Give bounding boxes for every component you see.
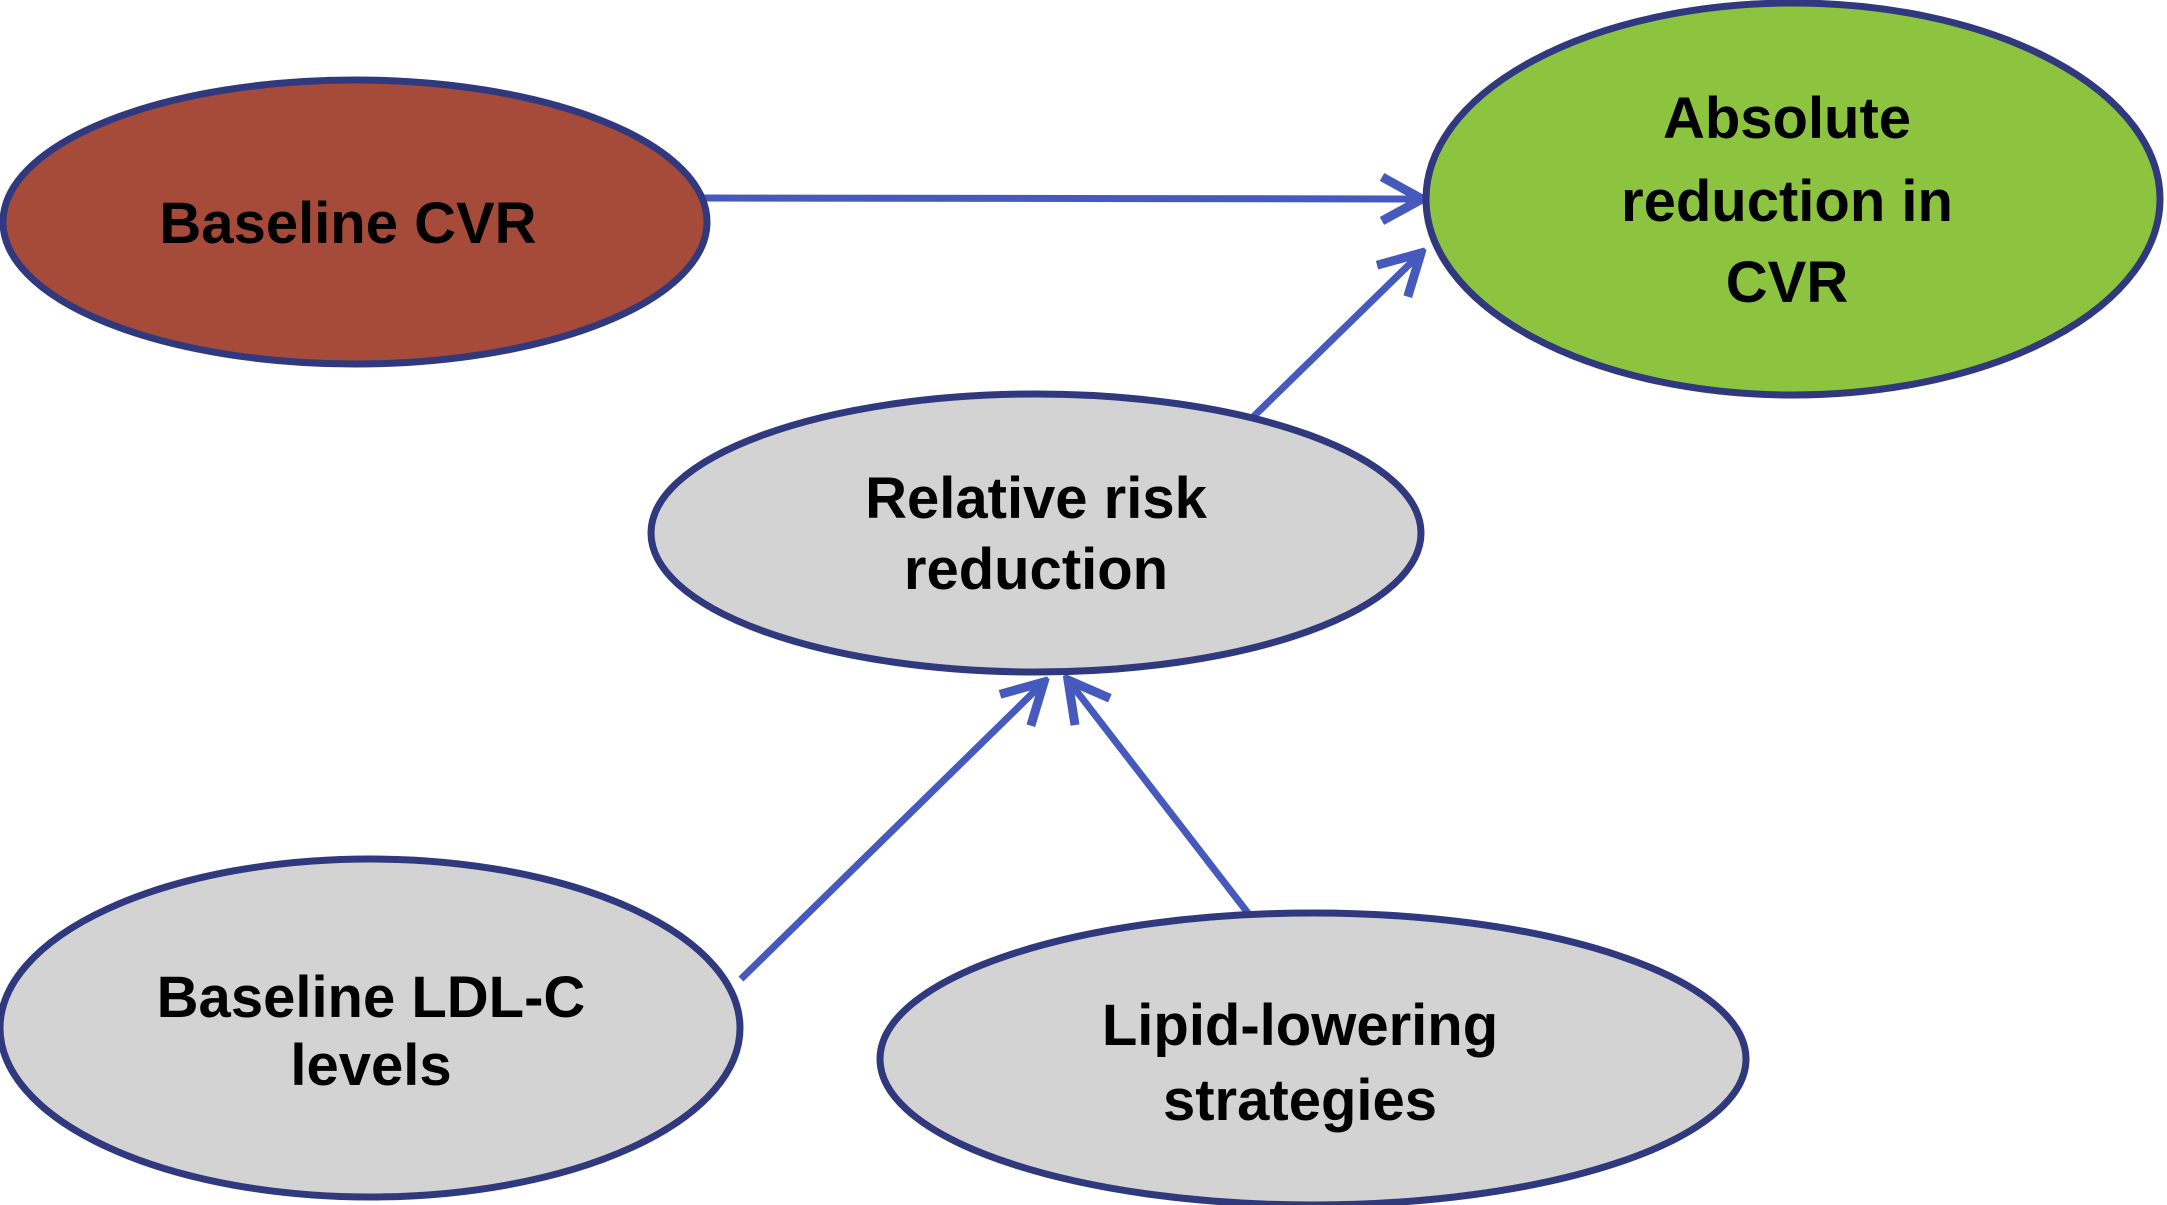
node-baseline-ldl-c-levels: Baseline LDL-C levels — [0, 855, 744, 1201]
node-lipid-lowering-label-line-2: strategies — [1163, 1068, 1437, 1133]
node-absolute-reduction-label-line-2: reduction in — [1621, 169, 1953, 234]
node-lipid-lowering-strategies: Lipid-lowering strategies — [876, 909, 1750, 1205]
node-baseline-ldl-c-label-line-2: levels — [290, 1033, 451, 1098]
node-absolute-reduction-label-line-3: CVR — [1726, 250, 1848, 315]
node-baseline-cvr: Baseline CVR — [0, 76, 711, 368]
node-baseline-cvr-ellipse — [0, 76, 711, 368]
node-lipid-lowering-strategies-ellipse — [876, 909, 1750, 1205]
node-lipid-lowering-label-line-1: Lipid-lowering — [1102, 993, 1498, 1058]
node-absolute-reduction-in-cvr-ellipse — [1422, 0, 2164, 399]
arrow-baseline-ldl-c-to-relative-risk — [738, 682, 1044, 982]
node-absolute-reduction-in-cvr: Absolute reduction in CVR — [1422, 0, 2164, 399]
node-absolute-reduction-label-line-1: Absolute — [1663, 86, 1911, 151]
arrow-baseline-cvr-to-absolute-reduction — [702, 198, 1422, 199]
node-baseline-cvr-label: Baseline CVR — [159, 191, 536, 256]
node-relative-risk-label-line-1: Relative risk — [865, 466, 1208, 531]
node-relative-risk-label-line-2: reduction — [904, 537, 1168, 602]
node-baseline-ldl-c-levels-ellipse — [0, 855, 744, 1201]
node-relative-risk-reduction-ellipse — [647, 390, 1425, 676]
node-relative-risk-reduction: Relative risk reduction — [647, 390, 1425, 676]
arrow-lipid-lowering-to-relative-risk — [1068, 680, 1254, 920]
node-baseline-ldl-c-label-line-1: Baseline LDL-C — [157, 965, 586, 1030]
diagram-edges — [702, 198, 1422, 982]
arrow-relative-risk-to-absolute-reduction — [1250, 253, 1421, 420]
